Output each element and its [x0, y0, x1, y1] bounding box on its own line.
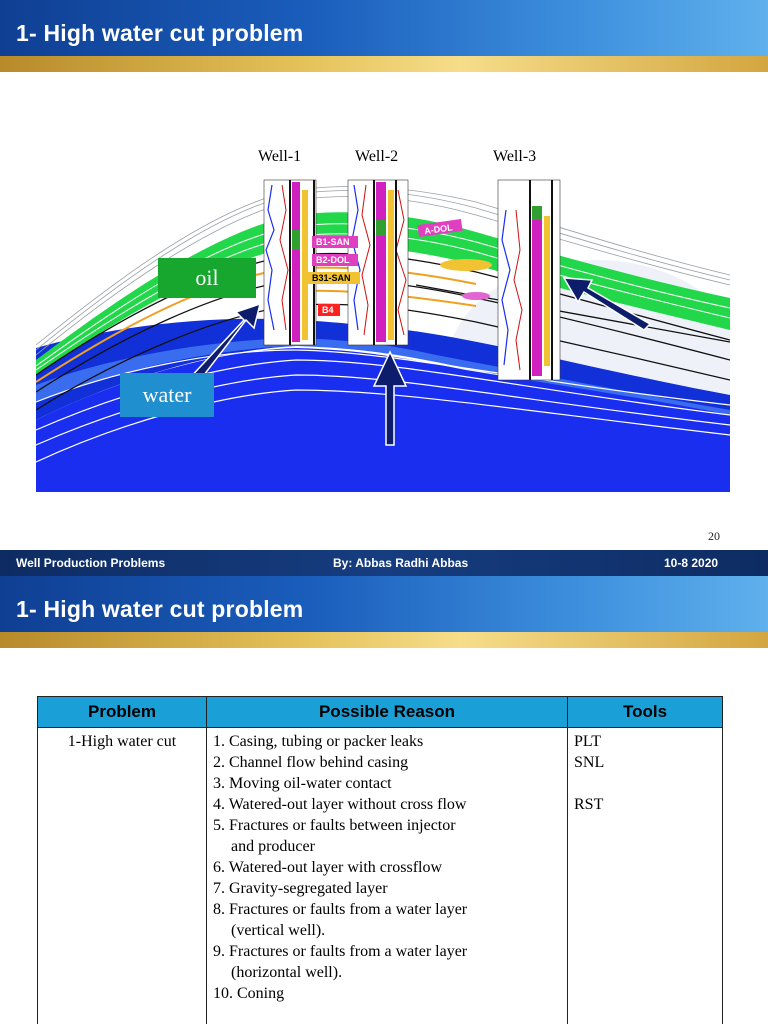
list-item: and producer: [231, 838, 315, 855]
fluid-anomaly: [440, 259, 492, 271]
layer-tag-a-dol: [417, 218, 463, 238]
list-item: 6. Watered-out layer with crossflow: [213, 859, 443, 876]
tool-item: [574, 773, 716, 794]
oil-layer: [36, 212, 730, 375]
layer-tag-b4: [318, 304, 340, 316]
table-row: 1-High water cut 1. Casing, tubing or pa…: [37, 727, 723, 1024]
problem-cell: 1-High water cut: [37, 727, 207, 1024]
gold-band: [0, 632, 768, 648]
list-item: 10. Coning: [213, 985, 285, 1002]
well-3-label: Well-3: [493, 148, 537, 165]
well-2-label: Well-2: [355, 148, 399, 165]
title-bar: 1- High water cut problem: [0, 576, 768, 648]
tool-item: SNL: [574, 754, 605, 771]
slide-footer: Well Production Problems By: Abbas Radhi…: [0, 550, 768, 576]
title-bar: 1- High water cut problem: [0, 0, 768, 72]
list-item: 2. Channel flow behind casing: [213, 754, 409, 771]
fluid-anomaly-2: [462, 292, 490, 300]
footer-author: By: Abbas Radhi Abbas: [333, 556, 469, 570]
header-tools: Tools: [567, 696, 723, 728]
list-item: (vertical well).: [231, 922, 326, 939]
list-item: 4. Watered-out layer without cross flow: [213, 796, 467, 813]
gold-band: [0, 56, 768, 72]
slide-title: 1- High water cut problem: [16, 20, 304, 46]
footer-course-title: Well Production Problems: [16, 556, 166, 570]
water-layer-top: [36, 318, 730, 420]
list-item: 1. Casing, tubing or packer leaks: [213, 733, 424, 750]
list-item: 9. Fractures or faults from a water laye…: [213, 943, 468, 960]
list-item: 5. Fractures or faults between injector: [213, 817, 456, 834]
layer-tag-b2-dol: [312, 254, 358, 266]
footer-date: 10-8 2020: [664, 556, 719, 570]
table-header-row: Problem Possible Reason Tools: [37, 696, 723, 728]
layer-tag-b1-san: [312, 236, 358, 248]
reason-cell: 1. Casing, tubing or packer leaks 2. Cha…: [206, 727, 568, 1024]
tools-cell: PLT SNL RST: [567, 727, 723, 1024]
arrow-up-to-well-2: [372, 350, 408, 446]
well-3-log: [497, 179, 561, 381]
list-item: 3. Moving oil-water contact: [213, 775, 392, 792]
layer-tag-b2-dol-text: B2-DOL: [316, 255, 350, 265]
tool-item: RST: [574, 796, 604, 813]
header-possible-reason: Possible Reason: [206, 696, 568, 728]
tool-item: PLT: [574, 733, 601, 750]
water-label: water: [120, 373, 214, 417]
list-item: 8. Fractures or faults from a water laye…: [213, 901, 468, 918]
slide-title: 1- High water cut problem: [16, 596, 304, 622]
page-number: 20: [708, 529, 720, 543]
slide-2: 1- High water cut problem Problem Possib…: [0, 576, 768, 1024]
arrow-to-well-3: [562, 277, 652, 331]
list-item: 7. Gravity-segregated layer: [213, 880, 388, 897]
oil-label: oil: [158, 258, 256, 298]
layer-tag-b1-san-text: B1-SAN: [316, 237, 350, 247]
reason-list: 1. Casing, tubing or packer leaks 2. Cha…: [213, 731, 561, 1004]
well-1-log: [263, 179, 317, 346]
list-item: (horizontal well).: [231, 964, 343, 981]
layer-tag-b31-san: [308, 272, 360, 284]
layer-tag-a-dol-text: A-DOL: [424, 222, 454, 236]
slide-1: 1- High water cut problem Well-1 Well-2 …: [0, 0, 768, 576]
flow-arrows: [184, 277, 652, 446]
header-problem: Problem: [37, 696, 207, 728]
well-1-label: Well-1: [258, 148, 302, 165]
reservoir-cross-section: B1-SAN B2-DOL B31-SAN B4 A-DOL: [36, 179, 730, 492]
problem-table: Problem Possible Reason Tools 1-High wat…: [37, 696, 723, 1024]
layer-tag-b4-text: B4: [322, 305, 334, 315]
layer-tag-b31-san-text: B31-SAN: [312, 273, 351, 283]
